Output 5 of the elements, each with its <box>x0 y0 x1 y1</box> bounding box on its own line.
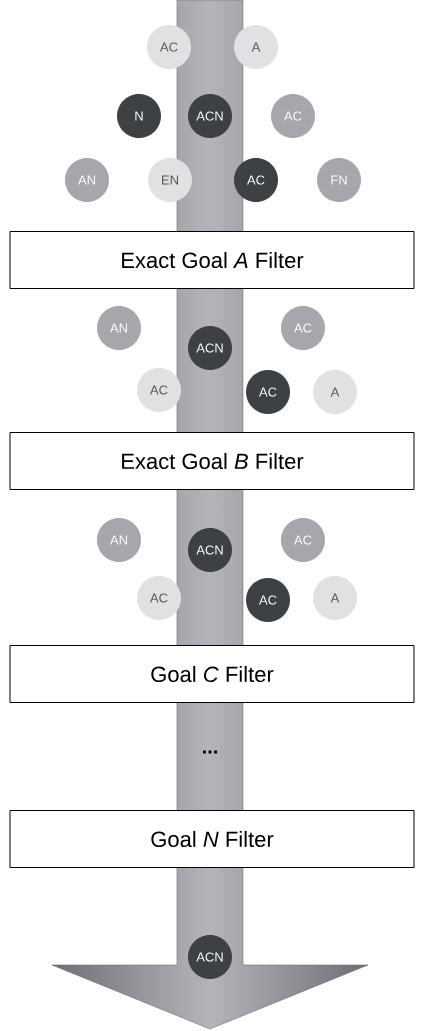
ellipsis-label: ... <box>203 750 217 754</box>
filter-box: Exact Goal A Filter <box>9 231 415 289</box>
filter-box: Goal N Filter <box>9 810 415 868</box>
filter-box: Goal C Filter <box>9 645 415 703</box>
filter-box: Exact Goal B Filter <box>9 432 415 490</box>
